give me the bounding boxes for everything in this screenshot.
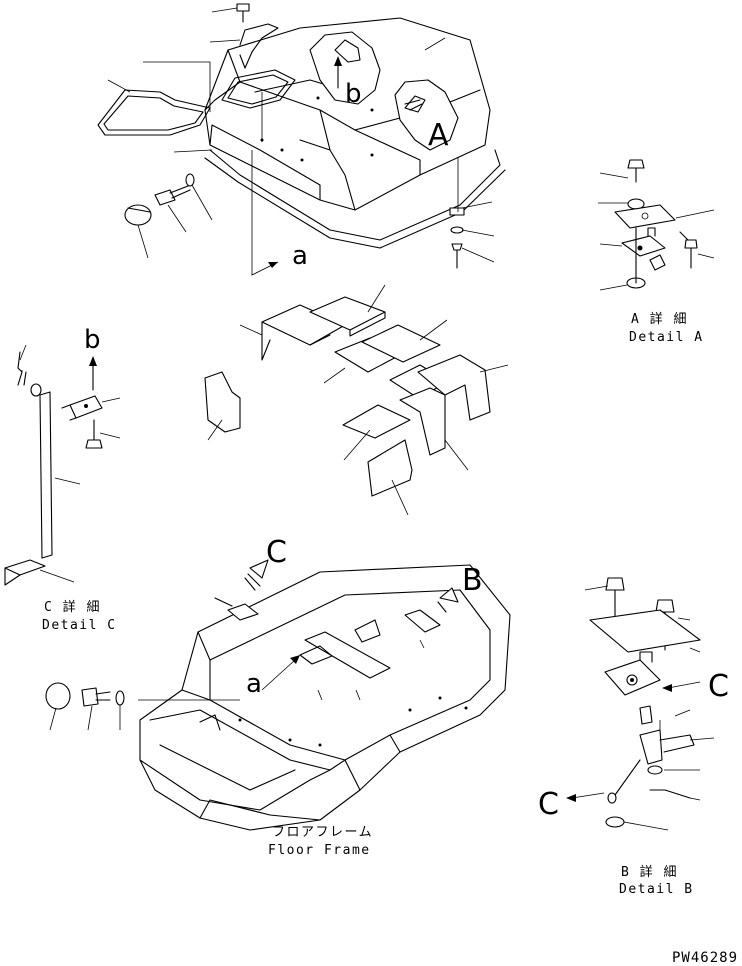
cover-washer: [185, 173, 195, 187]
caption-detail-c-jp: C 詳 細: [44, 599, 101, 615]
label-view-C: C: [266, 535, 287, 570]
label-view-a: a: [292, 241, 308, 271]
detail-B-assembly: [566, 577, 715, 831]
label-view-B: B: [462, 563, 483, 598]
view-arrow-A: [404, 95, 426, 113]
label-view-b: b: [345, 79, 362, 109]
floor-frame-assembly: [138, 564, 511, 831]
label-view-A: A: [428, 118, 449, 153]
caption-floor-frame-jp: フロアフレーム: [272, 825, 373, 840]
label-view-C-lower: C: [538, 787, 559, 822]
label-view-a-floor: a: [246, 669, 262, 699]
label-view-b-detail-c: b: [84, 325, 101, 355]
floor-bolt: [81, 687, 111, 731]
caption-detail-b-jp: B 詳 細: [621, 864, 678, 880]
insulation-pads: [204, 284, 509, 516]
leader-lines-top: [107, 7, 495, 276]
detail-A-assembly: [598, 159, 715, 291]
floor-washer: [115, 690, 125, 730]
caption-floor-frame-en: Floor Frame: [268, 843, 371, 858]
caption-detail-c-en: Detail C: [42, 618, 117, 633]
label-view-C-right: C: [708, 669, 729, 704]
caption-detail-a-jp: A 詳 細: [631, 311, 688, 327]
handle-bolt: [236, 3, 250, 23]
cover-bolt: [154, 185, 191, 206]
detail-C-assembly: [4, 344, 121, 586]
caption-detail-a-en: Detail A: [629, 330, 704, 345]
view-arrow-B-floor: [437, 587, 459, 613]
top-cover-assembly: [204, 17, 506, 249]
view-arrow-b: [334, 56, 342, 89]
view-arrow-C-floor: [244, 559, 269, 591]
floor-cap-plug: [45, 682, 71, 731]
drawing-code: PW46289: [672, 950, 738, 966]
cover-gasket-frame: [97, 89, 211, 136]
cover-right-fasteners: [449, 207, 465, 269]
caption-detail-b-en: Detail B: [619, 882, 694, 897]
cover-cap-plug: [124, 204, 152, 226]
